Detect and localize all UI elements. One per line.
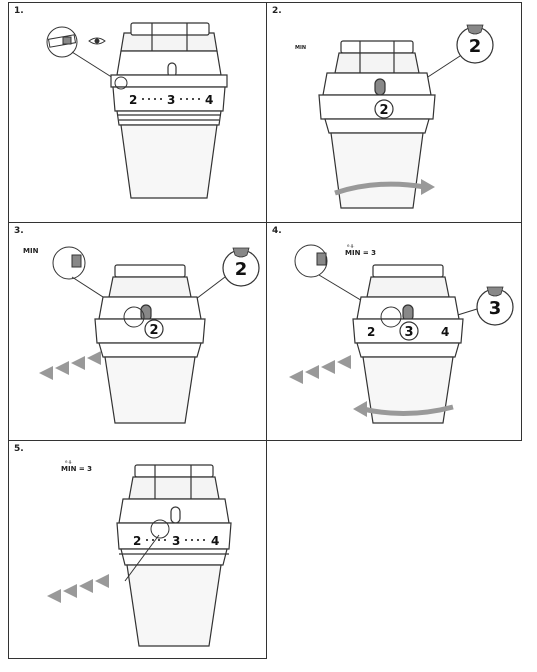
setting-value: 2 [149,323,158,338]
callout-circle: 2 [158,247,260,328]
valve-illustration: 2 2 [39,246,260,424]
setting-value: 2 [379,103,388,118]
min-label: MIN = 3 [345,249,377,257]
scale-label-4: 4 [211,534,219,548]
step-2-panel: 2. MIN 2 2 [266,2,522,223]
scale-label-4: 4 [441,325,449,339]
min-label: MIN [295,45,307,51]
setting-indicator: 3 [399,321,419,341]
scale-label-3: 3 [167,93,175,107]
rotate-arrow [353,401,454,417]
setting-scale: 2 3 4 [129,93,213,107]
step-number: 3. [14,226,24,236]
thermostatic-head [110,22,228,199]
eg-label: e.g. [347,243,355,248]
push-arrows [47,574,109,603]
step-number: 4. [272,226,282,236]
step-1-panel: 1. 2 3 4 [8,2,267,223]
valve-illustration: 3 2 4 3 [289,244,514,424]
valve-illustration: 2 3 4 [46,22,228,199]
step-number: 1. [14,6,24,16]
min-label: MIN [23,247,39,255]
scale-label-4: 4 [205,93,213,107]
scale-label-2: 2 [133,534,141,548]
scale-label-3: 3 [172,534,180,548]
scale-label-2: 2 [367,325,375,339]
thermostatic-head [116,464,232,647]
eye-icon [88,37,106,45]
setting-indicator: 2 [144,319,164,339]
lever-inset [294,244,390,318]
step-number: 2. [272,6,282,16]
setting-value: 3 [404,325,413,340]
min-label: MIN = 3 [61,465,93,473]
callout-circle: 3 [418,286,514,328]
valve-illustration: 2 3 4 [47,464,232,647]
step-4-panel: 4. e.g. MIN = 3 3 2 4 3 [266,222,522,441]
callout-value: 3 [489,298,502,319]
step-5-panel: 5. e.g. MIN = 3 2 3 4 [8,440,267,659]
callout-value: 2 [469,36,482,57]
callout-value: 2 [235,259,248,280]
setting-indicator: 2 [374,99,394,119]
push-arrows [39,351,101,380]
thermostatic-head [352,264,464,424]
push-arrows [289,355,351,384]
lever-inset [46,26,122,84]
scale-label-2: 2 [129,93,137,107]
setting-scale: 2 3 4 [133,534,219,548]
step-3-panel: 3. MIN 2 2 [8,222,267,441]
eg-label: e.g. [65,459,73,464]
thermostatic-head [94,264,206,424]
valve-illustration: 2 2 [318,24,494,209]
rotate-arrow [334,179,435,196]
step-number: 5. [14,444,24,454]
